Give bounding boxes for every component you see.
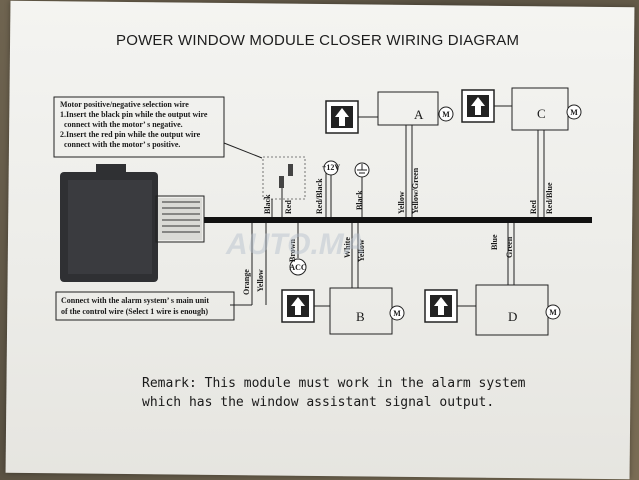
- motor-c-symbol: M: [570, 108, 578, 117]
- window-switch-b: B M: [281, 287, 405, 335]
- alarm-connection-note: Connect with the alarm system’ s main un…: [55, 291, 235, 321]
- switch-b-label: B: [356, 309, 365, 324]
- motor-selection-note: Motor positive/negative selection wire 1…: [53, 96, 225, 158]
- remark-text: Remark: This module must work in the ala…: [142, 374, 562, 412]
- wire-label-yellow-b: Yellow: [256, 269, 265, 292]
- switch-a-label: A: [414, 107, 424, 122]
- wire-label-brown: Brown: [288, 238, 297, 262]
- watermark: AUTO.MA: [225, 228, 365, 261]
- diagram-title: POWER WINDOW MODULE CLOSER WIRING DIAGRA…: [116, 32, 520, 49]
- wire-label-yellow-w: Yellow: [357, 239, 366, 262]
- main-harness: [204, 217, 592, 223]
- remark-line-2: which has the window assistant signal ou…: [142, 395, 495, 410]
- wire-label-red-black: Red/Black: [315, 178, 324, 214]
- note-top-line-4: 2.Insert the red pin while the output wi…: [60, 130, 201, 139]
- window-switch-c: C M: [461, 87, 582, 131]
- wire-label-black-ground: Black: [355, 190, 364, 210]
- closer-module: [60, 164, 205, 282]
- wire-label-red-c: Red: [529, 200, 538, 214]
- note-top-pointer: [223, 142, 263, 159]
- note-bottom-line-2: of the control wire (Select 1 wire is en…: [61, 307, 208, 316]
- note-top-line-2: 1.Insert the black pin while the output …: [60, 110, 208, 119]
- switch-d-label: D: [508, 309, 517, 324]
- motor-a-symbol: M: [442, 110, 450, 119]
- wire-label-yellow-green: Yellow/Green: [411, 167, 420, 214]
- acc-terminal: [289, 258, 307, 276]
- wire-label-white: White: [343, 237, 352, 258]
- window-switch-d: D M: [424, 284, 561, 336]
- motor-d-symbol: M: [549, 308, 557, 317]
- plus12v-label: +12V: [322, 163, 341, 172]
- wire-label-green: Green: [505, 236, 514, 258]
- note-bottom-line-1: Connect with the alarm system’ s main un…: [61, 296, 209, 305]
- acc-label: ACC: [289, 263, 307, 272]
- wire-label-red: Red: [284, 200, 293, 214]
- wire-label-black: Black: [263, 194, 272, 214]
- wire-label-yellow: Yellow: [397, 191, 406, 214]
- window-switch-a: A M: [325, 91, 454, 134]
- note-top-line-1: Motor positive/negative selection wire: [60, 100, 189, 109]
- motor-b-symbol: M: [393, 309, 401, 318]
- wire-label-blue: Blue: [490, 234, 499, 250]
- note-top-line-5: connect with the motor’ s positive.: [64, 140, 180, 149]
- note-top-line-3: connect with the motor’ s negative.: [64, 120, 183, 129]
- plus12v-terminal: [323, 160, 339, 176]
- switch-c-label: C: [537, 106, 546, 121]
- remark-line-1: Remark: This module must work in the ala…: [142, 376, 526, 391]
- pin-selector-box: [262, 156, 306, 200]
- wire-label-red-blue: Red/Blue: [545, 182, 554, 214]
- ground-symbol: [354, 162, 370, 178]
- wire-label-orange: Orange: [242, 269, 251, 295]
